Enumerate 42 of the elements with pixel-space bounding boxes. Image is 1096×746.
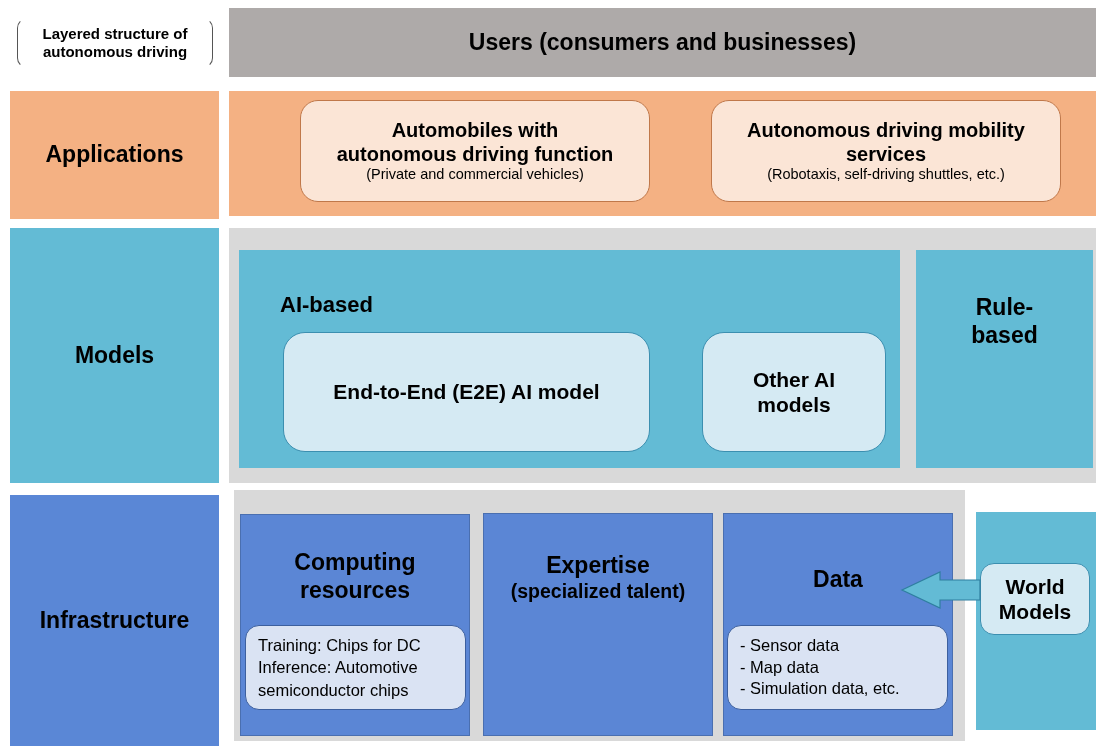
model-box: [283, 332, 650, 452]
group-title: AI-based: [280, 292, 373, 319]
resource-panel: [483, 513, 713, 736]
box-subtitle: (Robotaxis, self-driving shuttles, etc.): [767, 166, 1005, 184]
description-box: [727, 625, 948, 710]
layer-label-panel: [10, 91, 219, 219]
layer-title: Users (consumers and businesses): [468, 28, 857, 57]
model-label: World Models: [997, 573, 1073, 625]
box-title: Automobiles with autonomous driving function: [335, 118, 615, 167]
resource-subtitle: (specialized talent): [510, 579, 686, 603]
model-label: End-to-End (E2E) AI model: [333, 379, 600, 405]
box-title: Autonomous driving mobility services: [746, 118, 1026, 167]
layer-label: Models: [74, 341, 155, 370]
layer-panel: [229, 228, 1096, 483]
resource-panel: [723, 513, 953, 736]
resource-title: Computing resources: [293, 549, 417, 605]
resource-description: Training: Chips for DC Inference: Automotive semiconductor chips: [258, 635, 422, 701]
users-band: [229, 8, 1096, 77]
resource-title: Data: [813, 566, 863, 594]
layer-panel: [229, 91, 1096, 216]
description-box: [245, 625, 466, 710]
model-group-panel: [239, 250, 900, 468]
model-panel: [916, 250, 1093, 468]
application-box: [300, 100, 650, 202]
arrow: [900, 571, 981, 609]
model-box: [702, 332, 886, 452]
layer-label-panel: [10, 495, 219, 746]
layer-label-panel: [10, 228, 219, 483]
model-box: [980, 563, 1090, 635]
list-item: - Map data: [740, 656, 819, 678]
list-item: - Simulation data, etc.: [740, 678, 900, 700]
layer-label: Infrastructure: [39, 606, 190, 635]
layer-label: Applications: [45, 141, 184, 169]
resource-panel: [240, 514, 470, 736]
application-box: [711, 100, 1061, 202]
model-column: [976, 512, 1096, 730]
resource-title: Expertise: [546, 552, 650, 580]
model-label: Other AI models: [751, 366, 837, 418]
heading-label: Layered structure of autonomous driving: [41, 25, 189, 61]
model-label: Rule-based: [970, 294, 1039, 350]
box-subtitle: (Private and commercial vehicles): [366, 166, 584, 184]
list-item: - Sensor data: [740, 635, 840, 657]
